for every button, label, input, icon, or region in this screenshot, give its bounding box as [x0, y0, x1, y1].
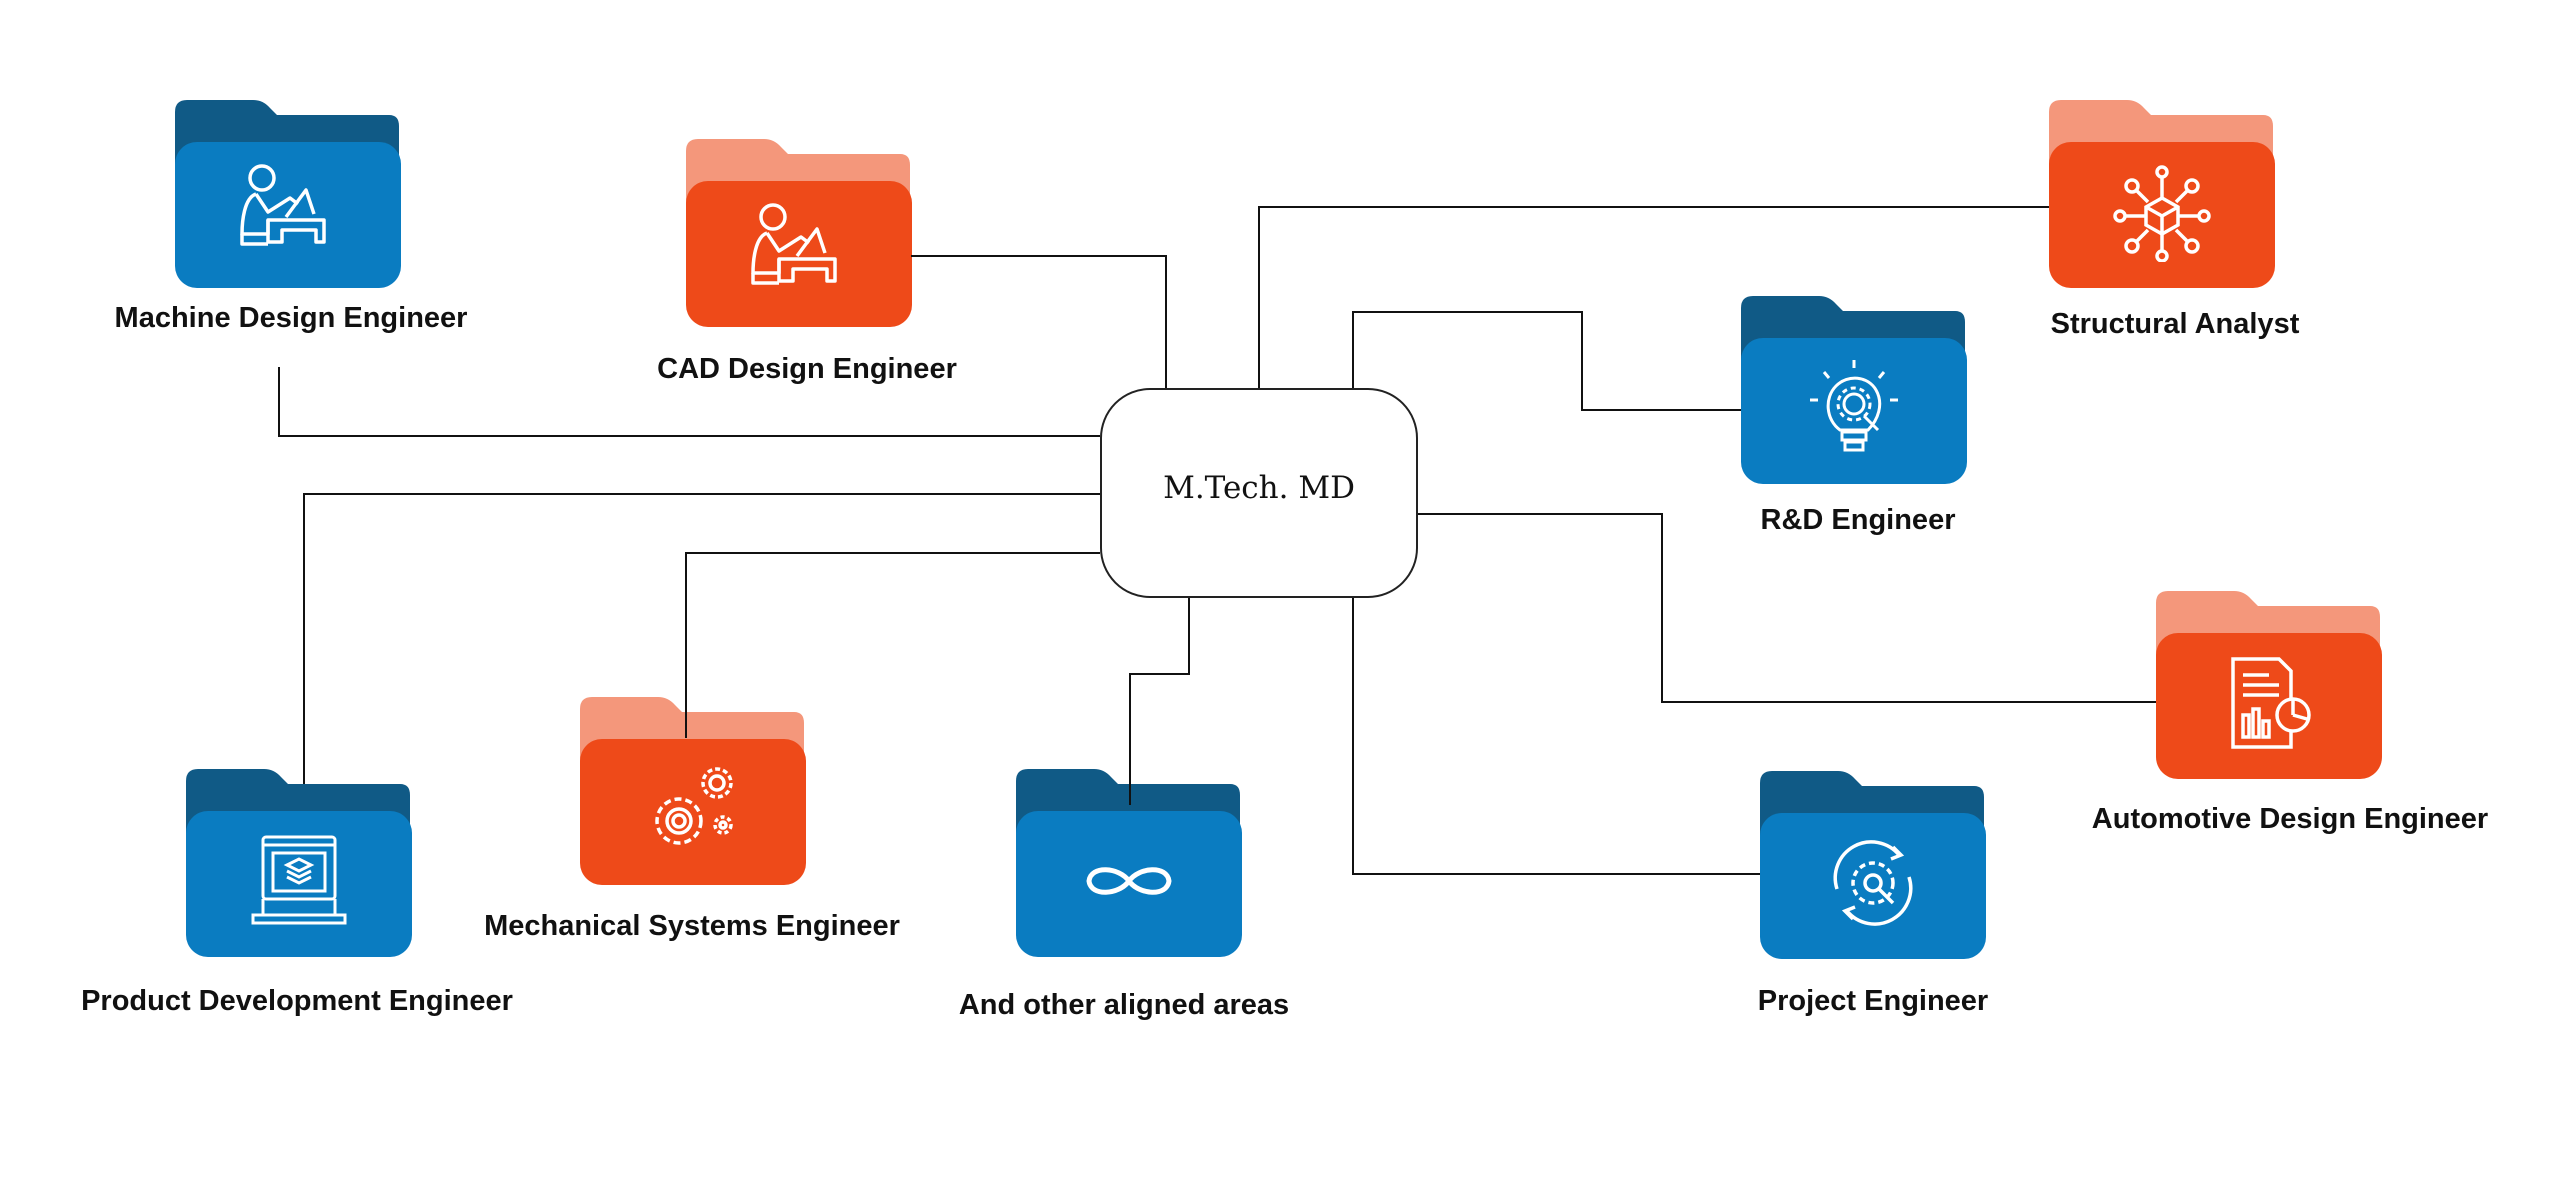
cube-network-icon	[2113, 165, 2211, 262]
folder-icon	[186, 769, 412, 957]
node-label: Project Engineer	[1757, 985, 1989, 1017]
infinity-icon	[1086, 867, 1172, 895]
person-drafting-icon	[240, 164, 326, 246]
folder-icon	[2156, 591, 2382, 779]
node-label: Automotive Design Engineer	[2091, 803, 2489, 835]
node-label: Product Development Engineer	[81, 985, 513, 1017]
connector-rnd	[1352, 311, 1741, 411]
connector-automotive	[1416, 513, 2156, 703]
node-label: Structural Analyst	[2050, 308, 2300, 340]
connector-project	[1352, 596, 1760, 875]
report-chart-icon	[2231, 657, 2311, 749]
person-drafting-icon	[751, 203, 837, 285]
lightbulb-gear-icon	[1810, 360, 1898, 452]
center-node: M.Tech. MD	[1100, 388, 1418, 598]
node-label: Mechanical Systems Engineer	[484, 910, 900, 942]
center-label: M.Tech. MD	[1163, 470, 1355, 506]
gears-icon	[655, 767, 733, 845]
laptop-layers-icon	[251, 835, 347, 925]
gear-wrench-cycle-icon	[1833, 840, 1913, 926]
node-label: CAD Design Engineer	[657, 353, 957, 385]
node-label: Machine Design Engineer	[114, 302, 468, 334]
node-label: R&D Engineer	[1760, 504, 1956, 536]
node-label: And other aligned areas	[958, 989, 1290, 1021]
